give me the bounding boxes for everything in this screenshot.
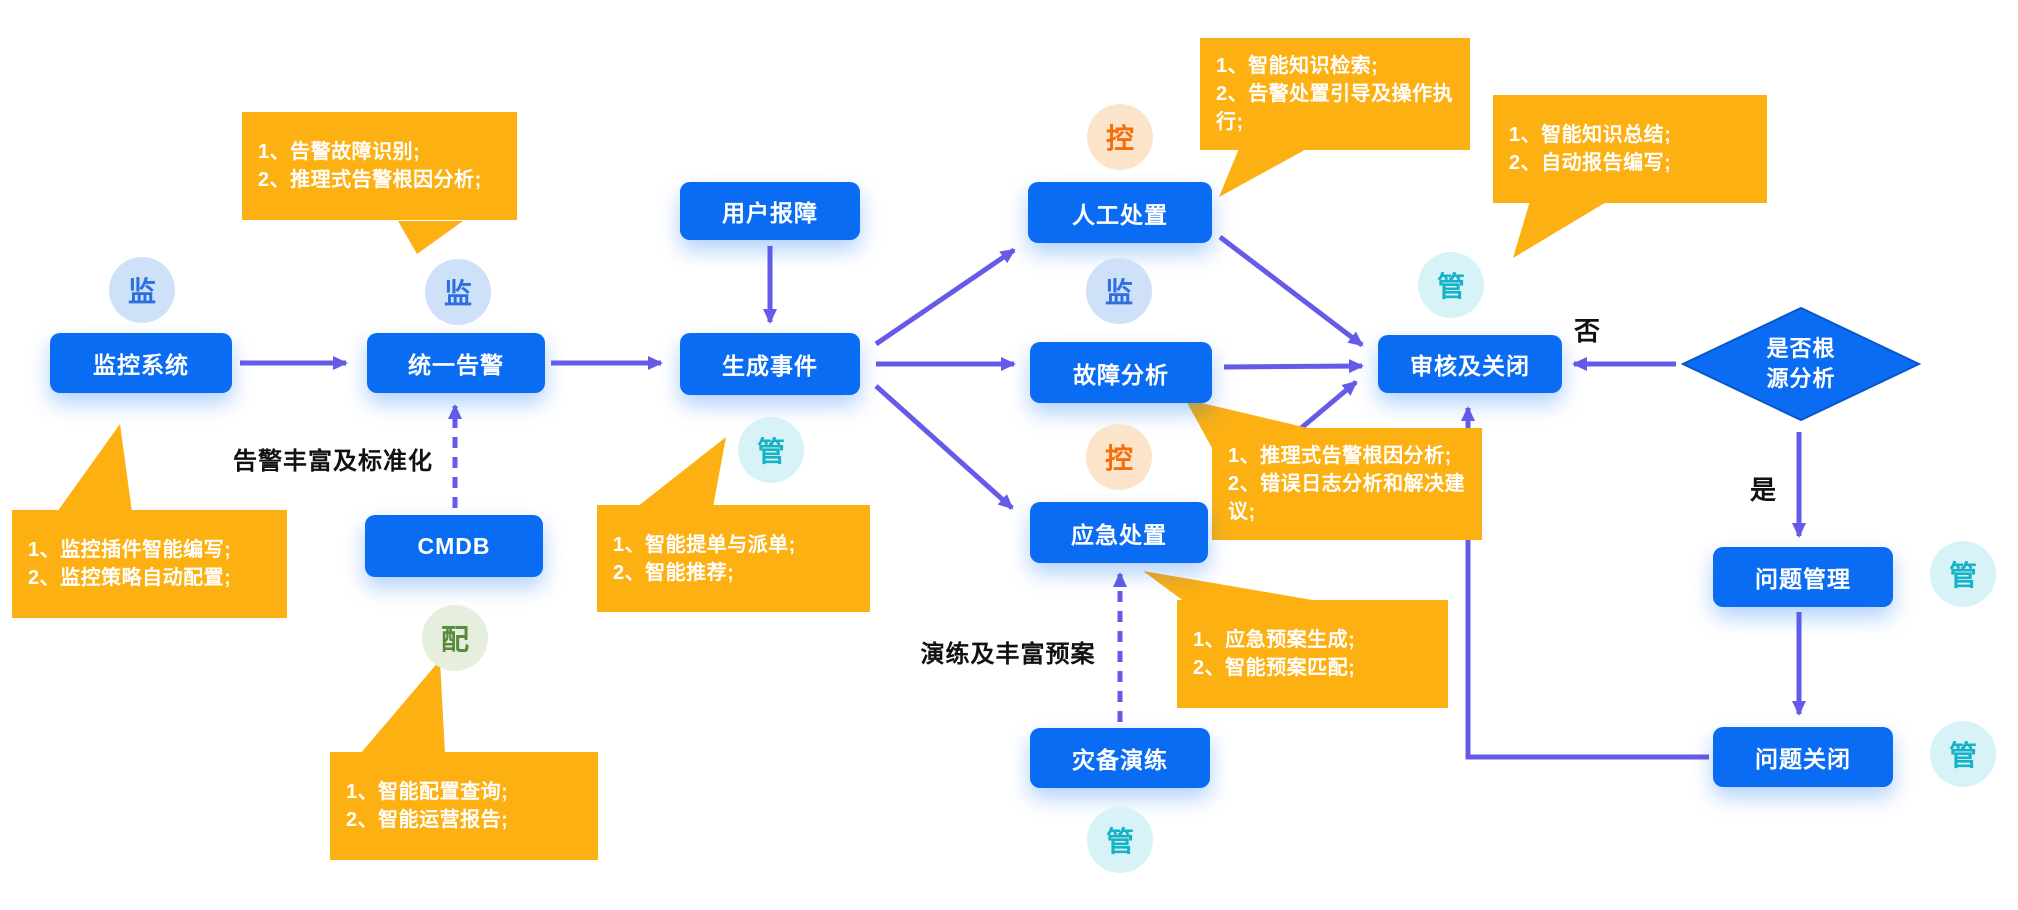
callout-pointer — [57, 424, 132, 512]
callout-line: 1、智能知识检索; — [1216, 55, 1379, 77]
badge-manage-icon: 管 — [1087, 807, 1153, 873]
badge-manage-icon: 管 — [1930, 541, 1996, 607]
callout-monitor-plugin: 1、监控插件智能编写; 2、监控策略自动配置; — [12, 510, 287, 618]
callout-config-query: 1、智能配置查询; 2、智能运营报告; — [330, 752, 598, 860]
edge-label-yes: 是 — [1749, 475, 1776, 505]
callout-line: 2、智能预案匹配; — [1193, 657, 1356, 679]
callout-line: 2、告警处置引导及操作执行; — [1216, 83, 1454, 133]
callout-line: 1、告警故障识别; — [258, 141, 421, 163]
callout-pointer — [1219, 146, 1312, 197]
callout-knowledge-summary: 1、智能知识总结; 2、自动报告编写; — [1493, 95, 1767, 203]
label-drill-enrich: 演练及丰富预案 — [920, 641, 1096, 668]
callout-line: 1、推理式告警根因分析; — [1228, 445, 1452, 467]
badge-monitor-icon: 监 — [1086, 258, 1152, 324]
callout-line: 1、应急预案生成; — [1193, 629, 1356, 651]
callout-pointer — [1143, 571, 1324, 602]
badge-control-icon: 控 — [1086, 424, 1152, 490]
callout-line: 2、智能运营报告; — [346, 809, 509, 831]
node-monitor-system: 监控系统 — [50, 333, 232, 393]
node-dr-drill: 灾备演练 — [1030, 728, 1210, 788]
badge-config-icon: 配 — [422, 605, 488, 671]
badge-manage-icon: 管 — [738, 417, 804, 483]
callout-root-cause-analysis: 1、推理式告警根因分析; 2、错误日志分析和解决建议; — [1212, 428, 1482, 540]
callout-pointer — [1513, 201, 1608, 258]
callout-line: 2、推理式告警根因分析; — [258, 169, 482, 191]
node-review-close: 审核及关闭 — [1378, 335, 1562, 393]
node-cmdb: CMDB — [365, 515, 543, 577]
callout-emergency-plan: 1、应急预案生成; 2、智能预案匹配; — [1177, 600, 1448, 708]
callout-line: 1、智能提单与派单; — [613, 533, 796, 556]
badge-control-icon: 控 — [1087, 104, 1153, 170]
callout-line: 2、错误日志分析和解决建议; — [1228, 473, 1466, 523]
node-emergency-handling: 应急处置 — [1030, 502, 1208, 563]
arrow-manual-to-review — [1218, 235, 1364, 347]
node-problem-management: 问题管理 — [1713, 547, 1893, 607]
callout-pointer — [398, 221, 463, 254]
badge-manage-icon: 管 — [1930, 721, 1996, 787]
badge-monitor-icon: 监 — [109, 257, 175, 323]
node-problem-close: 问题关闭 — [1713, 727, 1893, 787]
badge-monitor-icon: 监 — [425, 259, 491, 325]
arrow-fault-to-review — [1223, 359, 1364, 374]
arrow-problemclose-to-review — [1461, 406, 1709, 760]
arrow-incident-to-manual — [874, 247, 1016, 347]
node-fault-analysis: 故障分析 — [1030, 342, 1212, 403]
callout-alert-fault-recognition: 1、告警故障识别; 2、推理式告警根因分析; — [242, 112, 517, 220]
callout-line: 2、智能推荐; — [613, 561, 735, 584]
arrow-incident-to-emergency — [874, 384, 1014, 510]
badge-manage-icon: 管 — [1418, 252, 1484, 318]
callout-line: 2、自动报告编写; — [1509, 152, 1672, 174]
callout-line: 1、智能配置查询; — [346, 781, 509, 803]
node-user-report: 用户报障 — [680, 182, 860, 240]
decision-label: 是否根源分析 — [1766, 336, 1836, 391]
callout-line: 1、智能知识总结; — [1509, 124, 1672, 146]
callout-line: 1、监控插件智能编写; — [28, 539, 232, 561]
callout-smart-ticket: 1、智能提单与派单; 2、智能推荐; — [597, 505, 870, 612]
callout-pointer — [360, 660, 445, 754]
callout-pointer — [637, 437, 726, 507]
edge-label-no: 否 — [1573, 316, 1600, 346]
node-create-incident: 生成事件 — [680, 333, 860, 395]
node-manual-handling: 人工处置 — [1028, 182, 1212, 243]
callout-knowledge-search: 1、智能知识检索; 2、告警处置引导及操作执行; — [1200, 38, 1470, 150]
node-unified-alert: 统一告警 — [367, 333, 545, 393]
callout-line: 2、监控策略自动配置; — [28, 567, 232, 589]
label-alert-standardization: 告警丰富及标准化 — [233, 448, 433, 475]
